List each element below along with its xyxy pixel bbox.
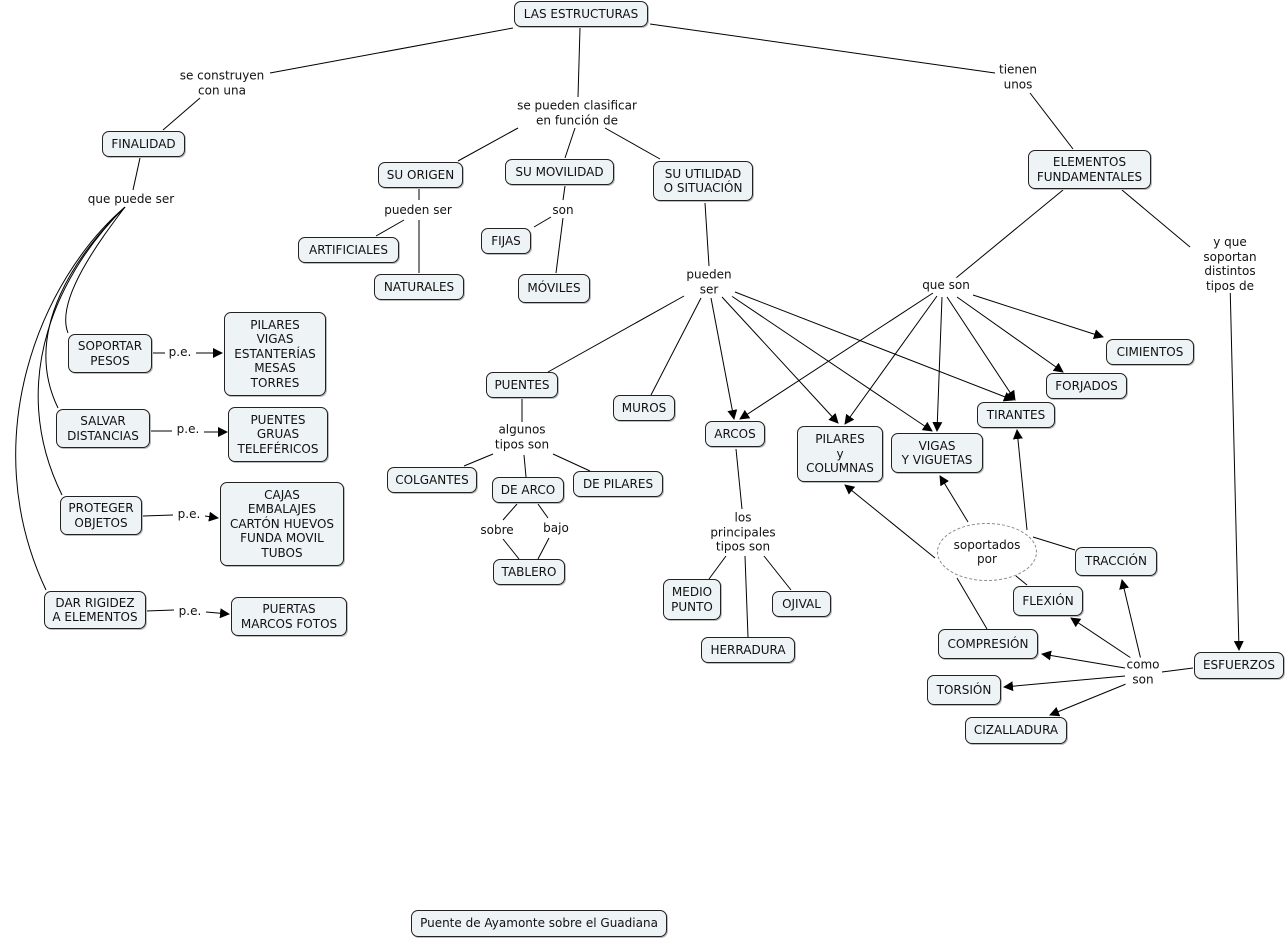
concept-puentes[interactable]: PUENTES bbox=[486, 372, 558, 398]
concept-medio-punto[interactable]: MEDIO PUNTO bbox=[663, 579, 721, 620]
concept-elementos-fundamentales[interactable]: ELEMENTOS FUNDAMENTALES bbox=[1028, 150, 1151, 189]
concept-finalidad[interactable]: FINALIDAD bbox=[102, 131, 185, 157]
concept-dar-rigidez[interactable]: DAR RIGIDEZ A ELEMENTOS bbox=[44, 591, 146, 629]
link-pe-salvar: p.e. bbox=[175, 421, 201, 437]
link-pe-proteger: p.e. bbox=[176, 506, 202, 522]
concept-proteger-objetos[interactable]: PROTEGER OBJETOS bbox=[60, 496, 142, 535]
link-que-puede-ser: que puede ser bbox=[86, 191, 176, 207]
concept-moviles[interactable]: MÓVILES bbox=[518, 274, 590, 303]
link-como-son: como son bbox=[1125, 657, 1161, 687]
concept-de-pilares[interactable]: DE PILARES bbox=[573, 471, 663, 497]
concept-fijas[interactable]: FIJAS bbox=[481, 228, 531, 254]
link-se-construyen: se construyen con una bbox=[178, 68, 266, 98]
link-bajo: bajo bbox=[542, 520, 570, 536]
link-pe-soportar: p.e. bbox=[167, 344, 193, 360]
concept-soportar-pesos[interactable]: SOPORTAR PESOS bbox=[68, 334, 152, 373]
link-tienen: tienen unos bbox=[997, 62, 1039, 92]
concept-artificiales[interactable]: ARTIFICIALES bbox=[298, 237, 399, 263]
link-clasificar: se pueden clasificar en función de bbox=[516, 98, 638, 128]
link-y-que-soportan: y que soportan distintos tipos de bbox=[1202, 235, 1258, 293]
concept-soportados-por[interactable]: soportados por bbox=[937, 523, 1037, 581]
resource-puente-ayamonte[interactable]: Puente de Ayamonte sobre el Guadiana bbox=[411, 910, 667, 937]
link-pe-rigidez: p.e. bbox=[177, 603, 203, 619]
concept-su-utilidad[interactable]: SU UTILIDAD O SITUACIÓN bbox=[653, 161, 753, 201]
concept-las-estructuras[interactable]: LAS ESTRUCTURAS bbox=[514, 1, 648, 27]
link-pueden-ser-utilidad: pueden ser bbox=[685, 267, 733, 297]
concept-torsion[interactable]: TORSIÓN bbox=[927, 675, 1001, 705]
concept-tablero[interactable]: TABLERO bbox=[493, 559, 565, 585]
link-pueden-ser-origen: pueden ser bbox=[383, 202, 453, 218]
concept-ejemplos-proteger[interactable]: CAJAS EMBALAJES CARTÓN HUEVOS FUNDA MOVI… bbox=[220, 482, 344, 566]
concept-naturales[interactable]: NATURALES bbox=[374, 274, 464, 300]
link-que-son: que son bbox=[921, 277, 971, 293]
concept-su-movilidad[interactable]: SU MOVILIDAD bbox=[505, 159, 614, 185]
concept-ejemplos-salvar[interactable]: PUENTES GRUAS TELEFÉRICOS bbox=[228, 407, 328, 462]
concept-de-arco[interactable]: DE ARCO bbox=[492, 477, 564, 503]
concept-traccion[interactable]: TRACCIÓN bbox=[1075, 547, 1157, 576]
link-principales-tipos: los principales tipos son bbox=[709, 510, 777, 554]
concept-flexion[interactable]: FLEXIÓN bbox=[1013, 586, 1083, 616]
link-son-movilidad: son bbox=[551, 202, 575, 218]
concept-muros[interactable]: MUROS bbox=[613, 395, 675, 421]
link-algunos-tipos: algunos tipos son bbox=[493, 422, 551, 452]
concept-forjados[interactable]: FORJADOS bbox=[1046, 373, 1127, 399]
concept-cimientos[interactable]: CIMIENTOS bbox=[1106, 339, 1194, 365]
concept-ejemplos-soportar[interactable]: PILARES VIGAS ESTANTERÍAS MESAS TORRES bbox=[224, 312, 326, 396]
link-sobre: sobre bbox=[479, 522, 515, 538]
concept-arcos[interactable]: ARCOS bbox=[705, 421, 765, 447]
concept-ojival[interactable]: OJIVAL bbox=[772, 591, 831, 617]
concept-vigas-viguetas[interactable]: VIGAS Y VIGUETAS bbox=[891, 433, 983, 473]
concept-ejemplos-rigidez[interactable]: PUERTAS MARCOS FOTOS bbox=[231, 597, 347, 636]
concept-su-origen[interactable]: SU ORIGEN bbox=[378, 162, 463, 188]
concept-pilares-columnas[interactable]: PILARES y COLUMNAS bbox=[797, 426, 883, 482]
concept-compresion[interactable]: COMPRESIÓN bbox=[938, 629, 1038, 659]
concept-herradura[interactable]: HERRADURA bbox=[701, 637, 795, 663]
concept-cizalladura[interactable]: CIZALLADURA bbox=[965, 717, 1067, 744]
concept-tirantes[interactable]: TIRANTES bbox=[977, 402, 1055, 428]
concept-esfuerzos[interactable]: ESFUERZOS bbox=[1194, 652, 1284, 679]
concept-colgantes[interactable]: COLGANTES bbox=[387, 467, 477, 493]
concept-salvar-distancias[interactable]: SALVAR DISTANCIAS bbox=[56, 409, 150, 448]
